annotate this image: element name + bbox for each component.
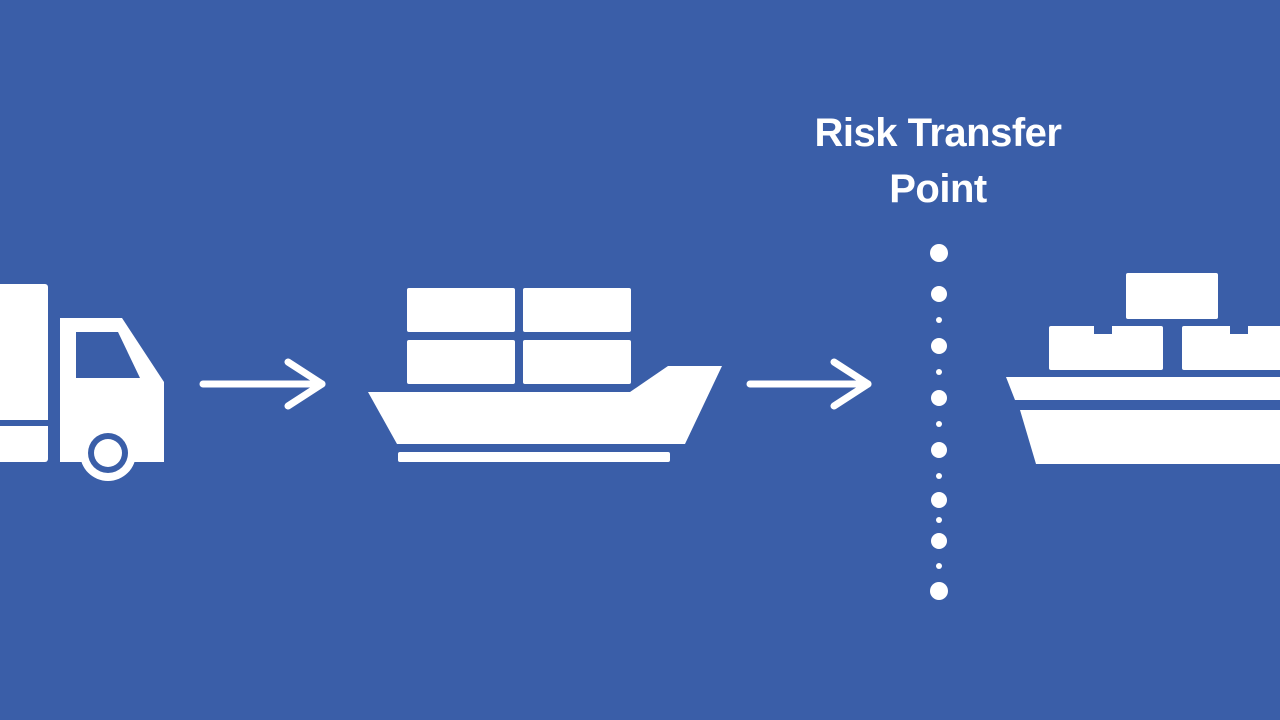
dotted-divider-icon	[930, 244, 948, 600]
label-line-2: Point	[889, 167, 987, 211]
cargo-ship-icon	[368, 288, 722, 462]
arrow-right-icon	[746, 358, 872, 410]
arrow-right-icon	[199, 358, 326, 410]
truck-icon	[0, 284, 164, 481]
cargo-ship-icon	[1006, 273, 1280, 464]
risk-transfer-point-label: Risk Transfer Point	[780, 105, 1096, 217]
label-line-1: Risk Transfer	[814, 111, 1062, 155]
